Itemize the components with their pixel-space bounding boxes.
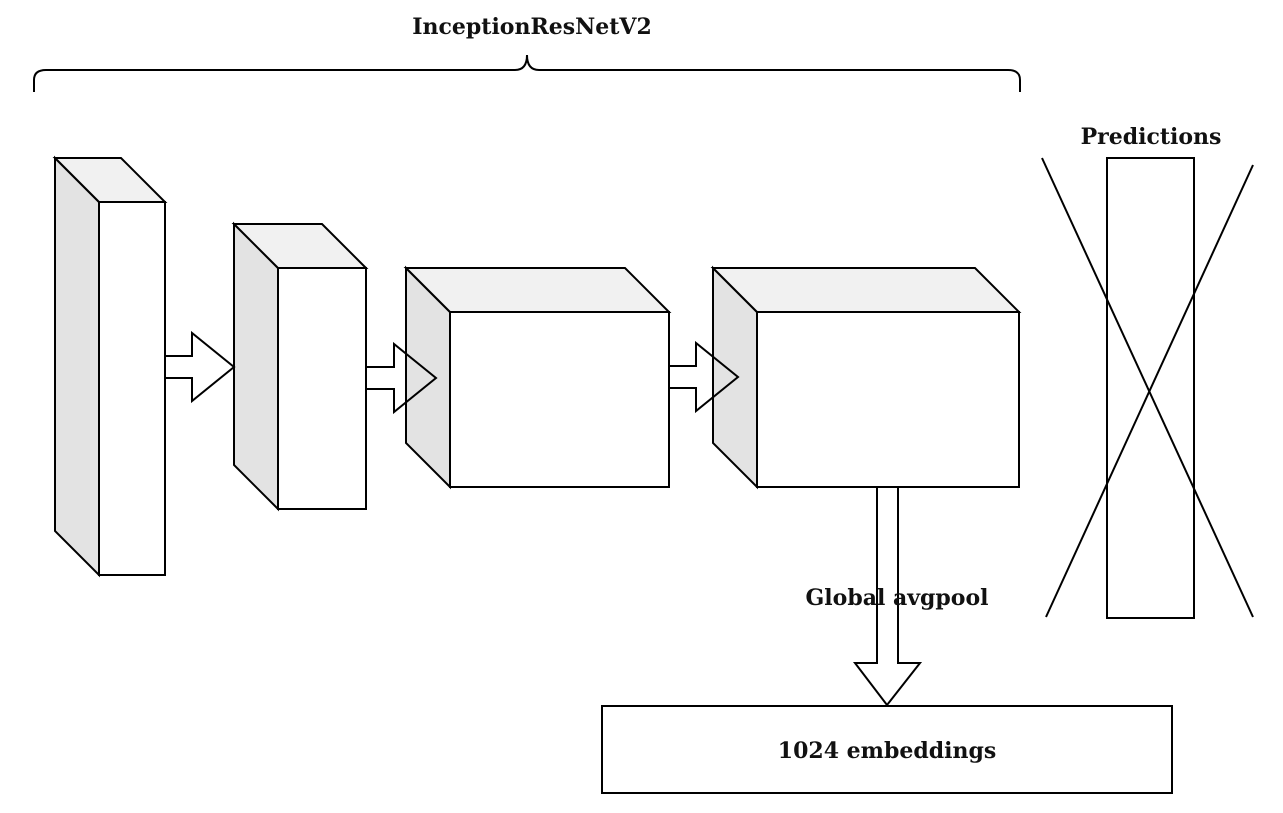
avgpool-arrow	[852, 486, 923, 707]
backbone-brace	[33, 54, 1021, 92]
blocks-layer	[52, 155, 1022, 578]
conv-block-3	[403, 265, 672, 490]
block-top-face	[710, 267, 1022, 313]
block-side-face	[233, 221, 279, 512]
flow-arrow-2	[365, 341, 438, 415]
block-front-face	[277, 267, 367, 510]
cross-line-1	[1041, 157, 1254, 618]
block-front-face	[449, 311, 670, 488]
backbone-title: InceptionResNetV2	[412, 14, 652, 40]
conv-block-1	[52, 155, 168, 578]
block-front-face	[756, 311, 1020, 488]
predictions-label: Predictions	[1081, 124, 1222, 150]
block-side-face	[54, 155, 100, 578]
cross-line-2	[1045, 164, 1254, 618]
conv-block-2	[231, 221, 369, 512]
block-front-face	[98, 201, 166, 576]
block-top-face	[403, 267, 672, 313]
embeddings-label: 1024 embeddings	[778, 738, 996, 764]
embeddings-box	[601, 705, 1173, 794]
flow-arrow-1	[164, 330, 236, 404]
arrows-layer	[164, 330, 740, 415]
conv-block-4	[710, 265, 1022, 490]
avgpool-label: Global avgpool	[806, 585, 989, 611]
flow-arrow-3	[668, 340, 740, 414]
